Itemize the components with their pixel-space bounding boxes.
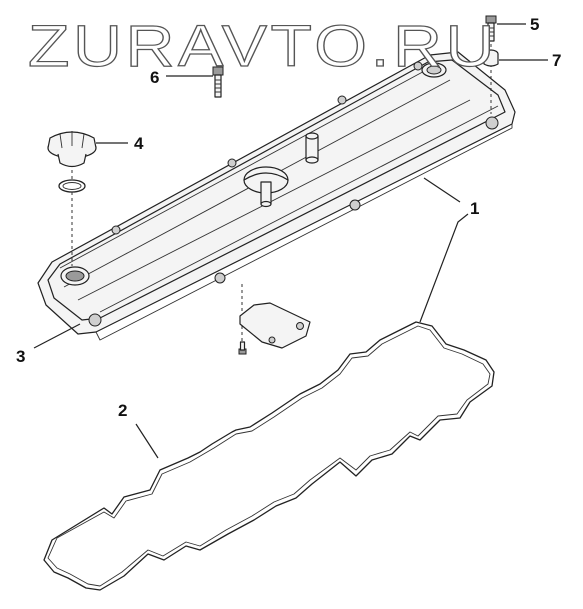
valve-cover [37, 51, 516, 341]
bolt-5 [485, 15, 497, 42]
callout-4: 4 [134, 134, 144, 153]
breather-dome [243, 166, 289, 208]
leader-3 [33, 323, 81, 349]
callout-5: 5 [530, 15, 539, 34]
callout-6: 6 [150, 68, 159, 87]
leader-2 [135, 423, 159, 459]
oil-filler-cap [47, 131, 97, 168]
callout-3: 3 [16, 347, 25, 366]
gasket [43, 321, 495, 591]
bolt-6 [212, 66, 224, 98]
callout-7: 7 [552, 51, 561, 70]
breather-port [421, 62, 447, 78]
watermark-text: ZURAVTO.RU [28, 14, 498, 79]
shield-plate [239, 302, 311, 349]
callout-2: 2 [118, 401, 127, 420]
callout-1: 1 [470, 199, 479, 218]
grommet-7 [483, 49, 499, 67]
o-ring [58, 179, 86, 193]
sleeve [305, 132, 319, 164]
plate-screw [238, 341, 247, 355]
leader-1 [419, 177, 469, 323]
oil-filler-neck [60, 266, 90, 286]
